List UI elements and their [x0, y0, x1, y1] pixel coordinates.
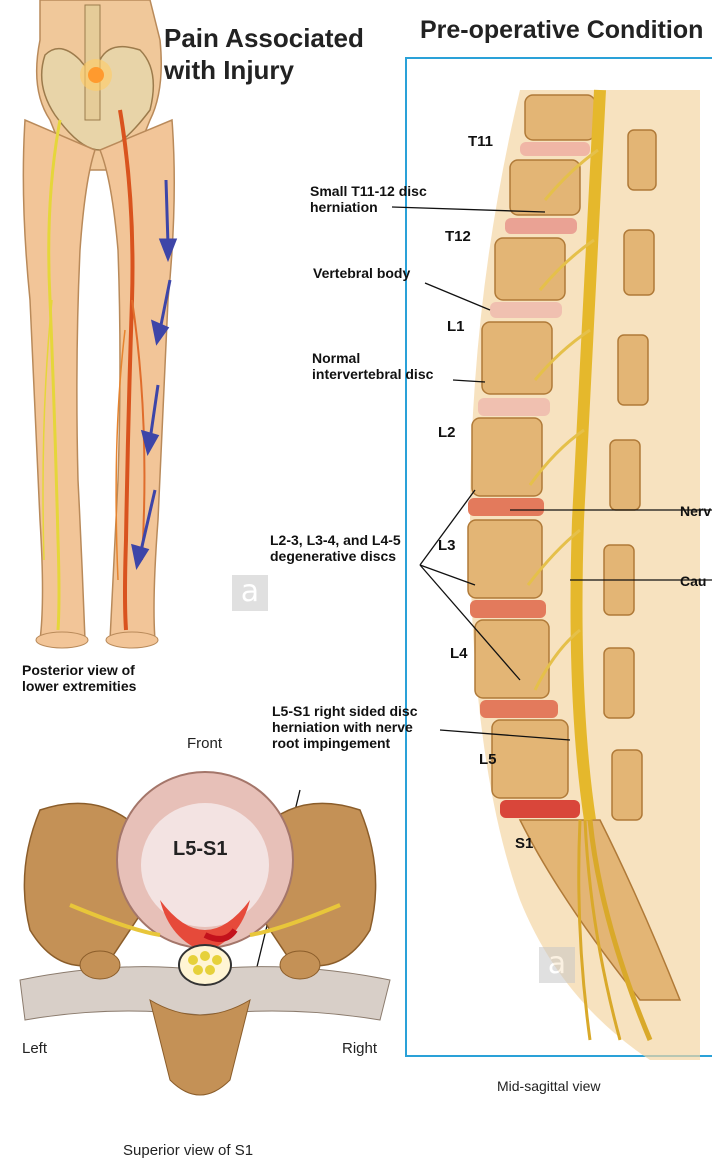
callout-degenerative-discs: L2-3, L3-4, and L4-5 degenerative discs: [270, 532, 401, 564]
callout-vertebral-body: Vertebral body: [313, 265, 410, 281]
axial-right-label: Right: [342, 1040, 377, 1057]
mid-sagittal-caption: Mid-sagittal view: [497, 1078, 600, 1094]
label-l1: L1: [447, 318, 465, 335]
callout-normal-disc: Normal intervertebral disc: [312, 350, 433, 382]
label-s1: S1: [515, 835, 533, 852]
watermark-1: a: [232, 575, 268, 611]
callout-small-herniation: Small T11-12 disc herniation: [310, 183, 427, 215]
label-l2: L2: [438, 424, 456, 441]
callout-nerve: Nerv: [680, 503, 711, 519]
callout-cauda: Cau: [680, 573, 706, 589]
axial-s1-illustration: [0, 730, 400, 1150]
label-t11: T11: [468, 133, 493, 150]
watermark-2: a: [539, 947, 575, 983]
label-l3: L3: [438, 537, 456, 554]
label-l4: L4: [450, 645, 468, 662]
label-l5: L5: [479, 751, 497, 768]
axial-left-label: Left: [22, 1040, 47, 1057]
axial-front-label: Front: [187, 735, 222, 752]
axial-caption: Superior view of S1: [123, 1142, 253, 1159]
axial-disc-label: L5-S1: [173, 838, 227, 861]
label-t12: T12: [445, 228, 471, 245]
